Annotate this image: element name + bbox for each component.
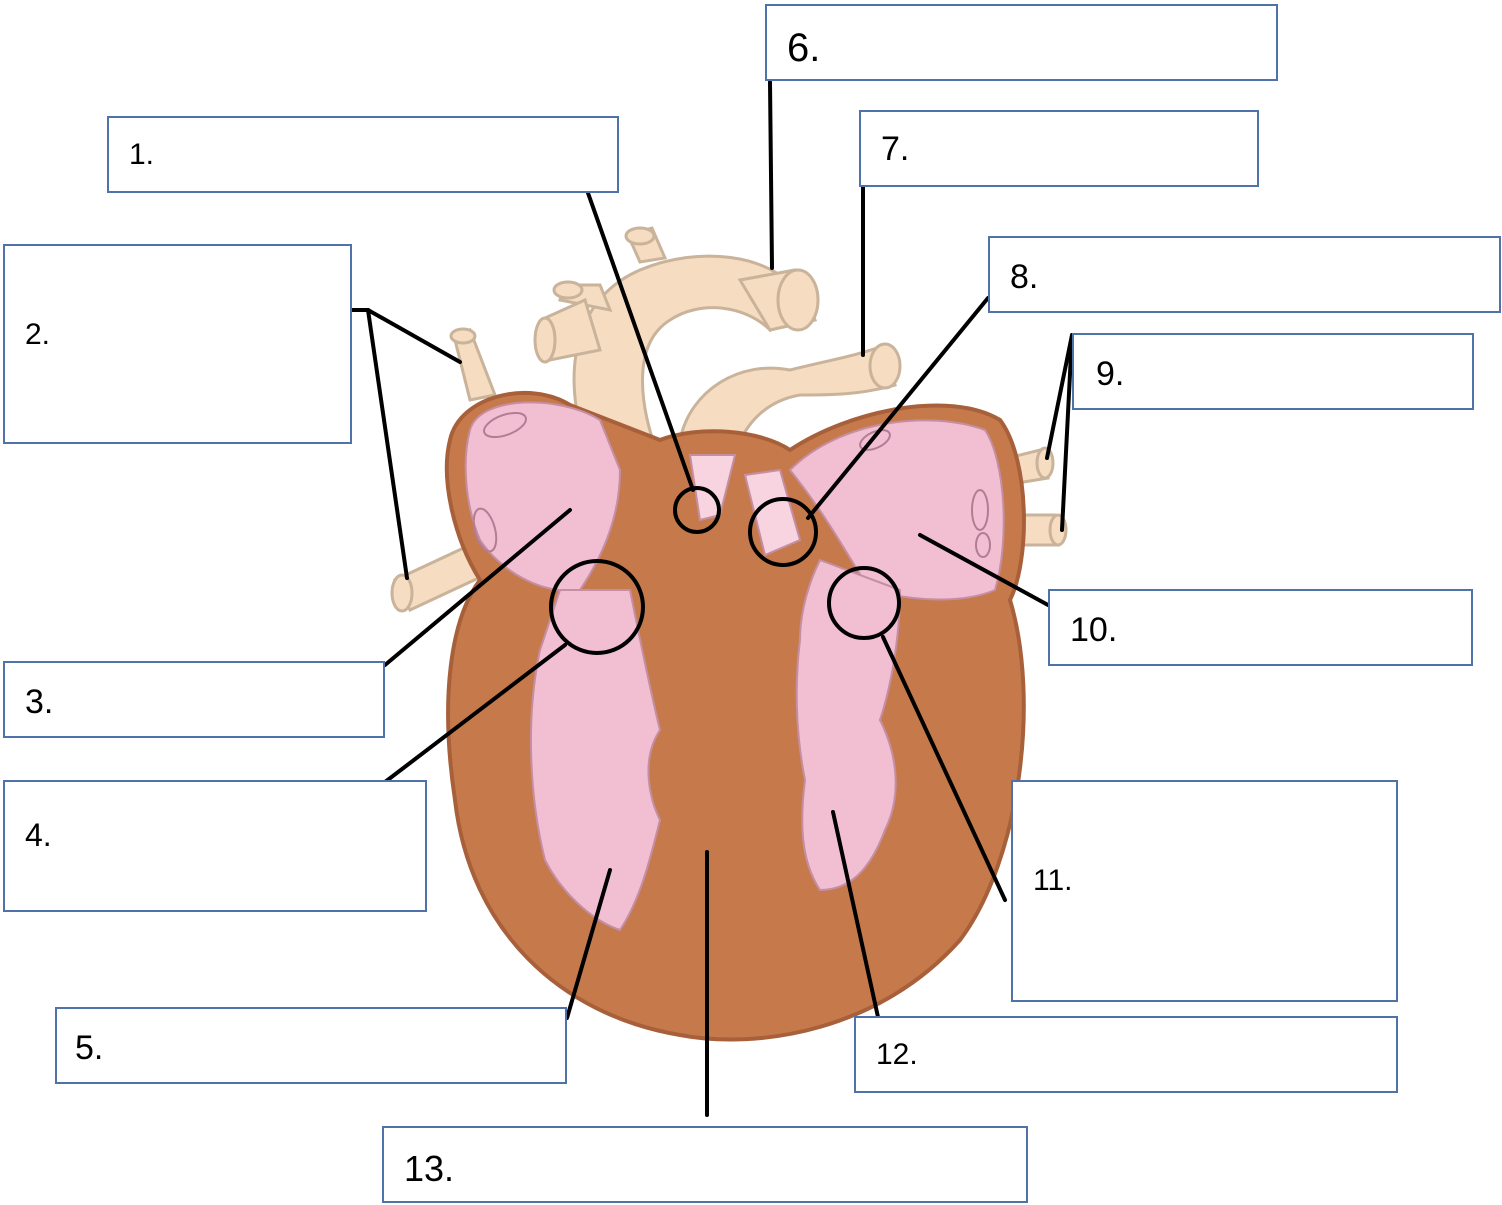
label-box-8[interactable]: 8. bbox=[988, 236, 1501, 313]
label-box-9[interactable]: 9. bbox=[1072, 333, 1474, 410]
label-box-1[interactable]: 1. bbox=[107, 116, 619, 193]
label-number-4: 4. bbox=[25, 817, 52, 854]
label-number-9: 9. bbox=[1096, 355, 1124, 394]
label-number-5: 5. bbox=[75, 1029, 103, 1068]
label-box-4[interactable]: 4. bbox=[3, 780, 427, 912]
pointer-2b bbox=[368, 310, 407, 578]
pointer-2a bbox=[368, 310, 460, 362]
label-box-10[interactable]: 10. bbox=[1048, 589, 1473, 666]
label-box-3[interactable]: 3. bbox=[3, 661, 385, 738]
label-box-11[interactable]: 11. bbox=[1011, 780, 1398, 1002]
label-box-13[interactable]: 13. bbox=[382, 1126, 1028, 1203]
label-number-13: 13. bbox=[404, 1148, 454, 1190]
label-number-3: 3. bbox=[25, 683, 53, 722]
label-box-12[interactable]: 12. bbox=[854, 1016, 1398, 1093]
pointer-6 bbox=[770, 82, 772, 268]
label-number-11: 11. bbox=[1033, 864, 1072, 898]
label-box-2[interactable]: 2. bbox=[3, 244, 352, 444]
label-box-7[interactable]: 7. bbox=[859, 110, 1259, 187]
label-box-5[interactable]: 5. bbox=[55, 1007, 567, 1084]
label-number-7: 7. bbox=[881, 130, 909, 169]
label-number-1: 1. bbox=[129, 138, 154, 172]
label-number-12: 12. bbox=[876, 1038, 918, 1072]
label-number-2: 2. bbox=[25, 318, 50, 352]
label-number-8: 8. bbox=[1010, 258, 1038, 297]
label-box-6[interactable]: 6. bbox=[765, 4, 1278, 81]
label-number-6: 6. bbox=[787, 26, 820, 71]
label-number-10: 10. bbox=[1070, 611, 1117, 650]
